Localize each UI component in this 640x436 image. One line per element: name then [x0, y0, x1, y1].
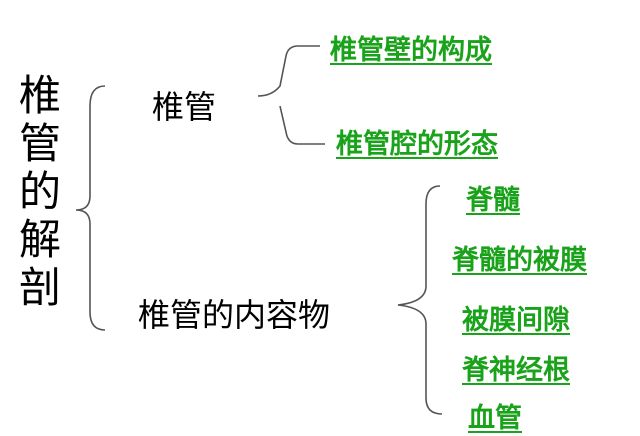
- link-meningeal-spaces[interactable]: 被膜间隙: [462, 305, 570, 336]
- diagram-root-title: 椎 管 的 解 剖: [16, 72, 64, 312]
- root-title-char: 管: [18, 119, 61, 168]
- branch-brace-2: [397, 185, 443, 415]
- branch-label-vertebral-canal: 椎管: [152, 88, 217, 126]
- link-wall-structure[interactable]: 椎管壁的构成: [330, 35, 492, 66]
- branch-label-canal-contents: 椎管的内容物: [138, 296, 331, 334]
- root-title-char: 的: [18, 167, 61, 216]
- branch-brace-1: [257, 45, 325, 145]
- root-title-char: 椎: [18, 71, 61, 120]
- link-spinal-meninges[interactable]: 脊髓的被膜: [452, 245, 587, 276]
- link-blood-vessels[interactable]: 血管: [468, 403, 522, 434]
- main-brace: [75, 85, 106, 331]
- link-spinal-cord[interactable]: 脊髓: [466, 185, 520, 216]
- root-title-char: 剖: [18, 263, 61, 312]
- link-spinal-nerve-roots[interactable]: 脊神经根: [462, 355, 570, 386]
- root-title-char: 解: [18, 215, 61, 264]
- link-cavity-shape[interactable]: 椎管腔的形态: [336, 129, 498, 160]
